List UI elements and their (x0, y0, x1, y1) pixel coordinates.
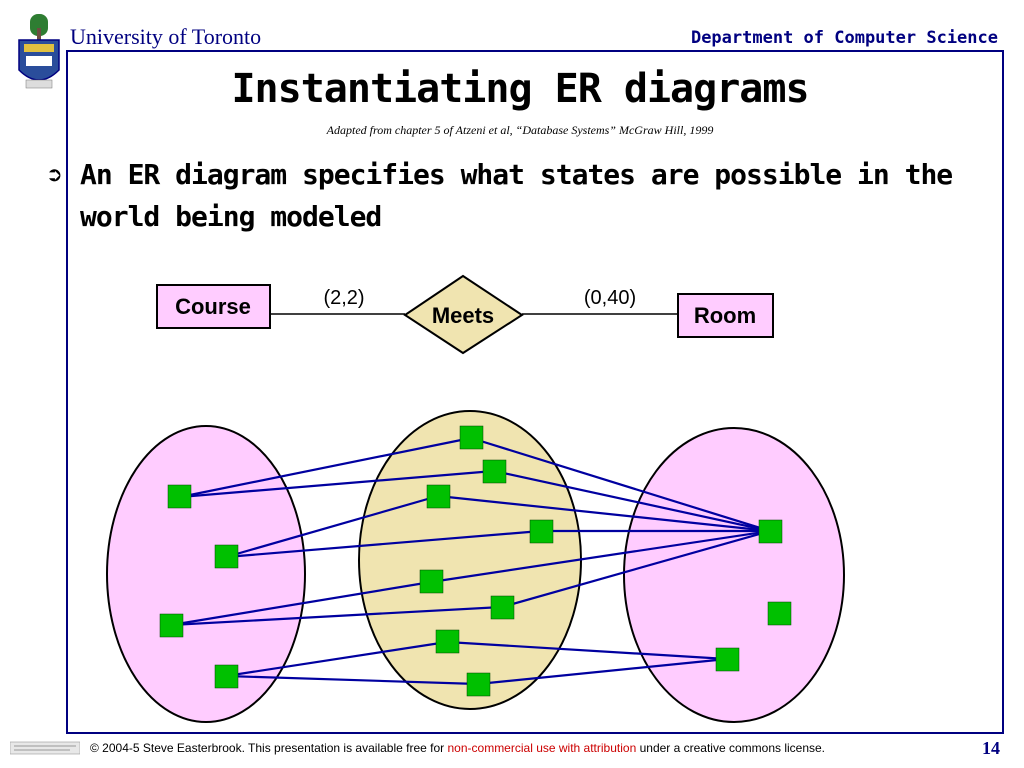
meets-instance (435, 629, 460, 654)
meets-instance (426, 484, 451, 509)
instance-link (225, 494, 439, 559)
instance-link (179, 436, 472, 499)
bullet-arrow-icon: ➲ (46, 164, 63, 186)
course-instance (214, 664, 239, 689)
slide-subtitle: Adapted from chapter 5 of Atzeni et al, … (326, 123, 714, 137)
footer-copyright-text: © 2004-5 Steve Easterbrook. This present… (90, 741, 445, 755)
footer-copyright: © 2004-5 Steve Easterbrook. This present… (90, 741, 825, 755)
instance-link (477, 657, 728, 686)
slide-title: Instantiating ER diagrams (231, 66, 809, 112)
license-link[interactable]: non-commercial use with attribution (447, 741, 637, 755)
cardinality-room: (0,40) (584, 287, 636, 309)
meets-instance (529, 519, 554, 544)
instance-link (225, 674, 479, 686)
room-instance-set (623, 427, 845, 723)
course-instance (159, 613, 184, 638)
instance-link (501, 529, 771, 609)
instance-link (430, 529, 771, 584)
instance-link (179, 469, 495, 499)
meets-instance-set (358, 410, 582, 710)
instance-links (170, 436, 771, 686)
university-crest-logo (18, 14, 60, 89)
entity-room (677, 293, 774, 338)
meets-instance (466, 672, 491, 697)
footer-tail-text: under a creative commons license. (639, 741, 826, 755)
instance-link (470, 436, 771, 533)
instance-link (170, 580, 432, 627)
cardinality-course: (2,2) (323, 287, 364, 309)
room-instance (767, 601, 792, 626)
instance-link (437, 494, 771, 533)
relationship-meets-label: Meets (432, 303, 494, 328)
entity-room-label: Room (694, 303, 756, 328)
instance-link (493, 469, 771, 533)
instances (159, 425, 792, 697)
meets-instance (459, 425, 484, 450)
page-number: 14 (982, 738, 1000, 758)
entity-course-label: Course (175, 294, 251, 319)
meets-instance (482, 459, 507, 484)
room-instance (758, 519, 783, 544)
room-instance (715, 647, 740, 672)
university-name: University of Toronto (70, 24, 262, 49)
instance-link (170, 605, 503, 627)
instance-link (446, 640, 728, 661)
instance-link (225, 529, 542, 559)
relationship-meets (403, 274, 524, 355)
department-name: Department of Computer Science (690, 28, 998, 48)
creative-commons-logo (10, 741, 80, 755)
course-instance (214, 544, 239, 569)
bullet-text: An ER diagram specifies what states are … (80, 158, 953, 233)
slide-frame (66, 50, 1004, 734)
entity-course (156, 284, 271, 329)
instance-link (225, 640, 448, 678)
meets-instance (490, 595, 515, 620)
meets-instance (419, 569, 444, 594)
course-instance-set (106, 425, 306, 723)
course-instance (167, 484, 192, 509)
